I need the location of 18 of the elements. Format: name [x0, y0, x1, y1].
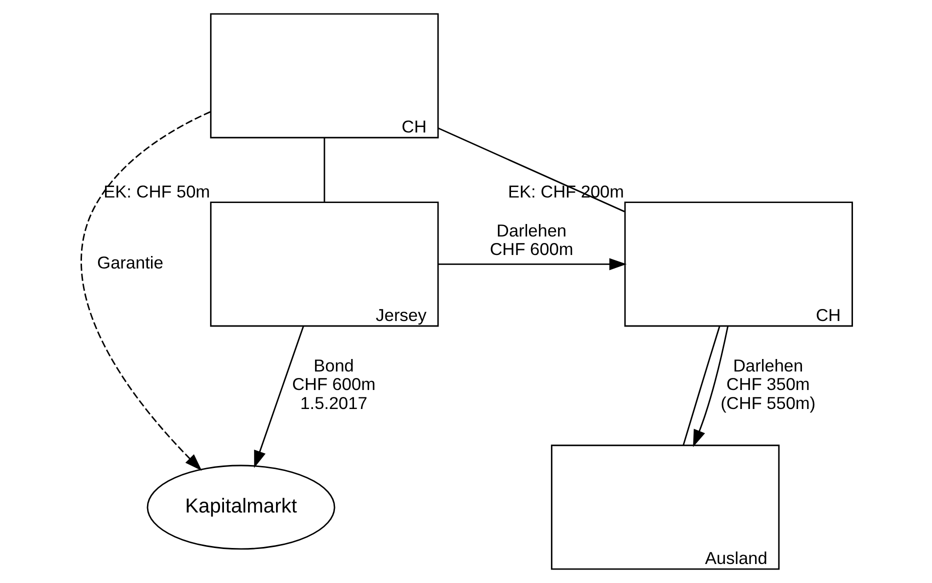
edge-label: Garantie [96, 252, 163, 273]
arrow [254, 326, 304, 468]
connector [437, 128, 624, 212]
arrow [692, 326, 728, 448]
node-box: Jersey [210, 202, 438, 327]
node-box: CH [210, 13, 438, 138]
arrow [80, 111, 210, 471]
node-box: CH [624, 202, 852, 327]
node-label: EK: CHF 200m [508, 181, 624, 202]
edge-label: Darlehen CHF 600m [489, 220, 573, 259]
connector [323, 138, 325, 202]
node-label: EK: CHF 50m [103, 181, 210, 202]
node-box: Ausland [550, 444, 780, 570]
edge-label: Darlehen CHF 350m (CHF 550m) [720, 355, 816, 413]
edge-label: Bond CHF 600m 1.5.2017 [292, 355, 375, 413]
node-ellipse: Kapitalmarkt [146, 464, 335, 550]
arrow [438, 258, 626, 270]
connector [682, 326, 720, 446]
